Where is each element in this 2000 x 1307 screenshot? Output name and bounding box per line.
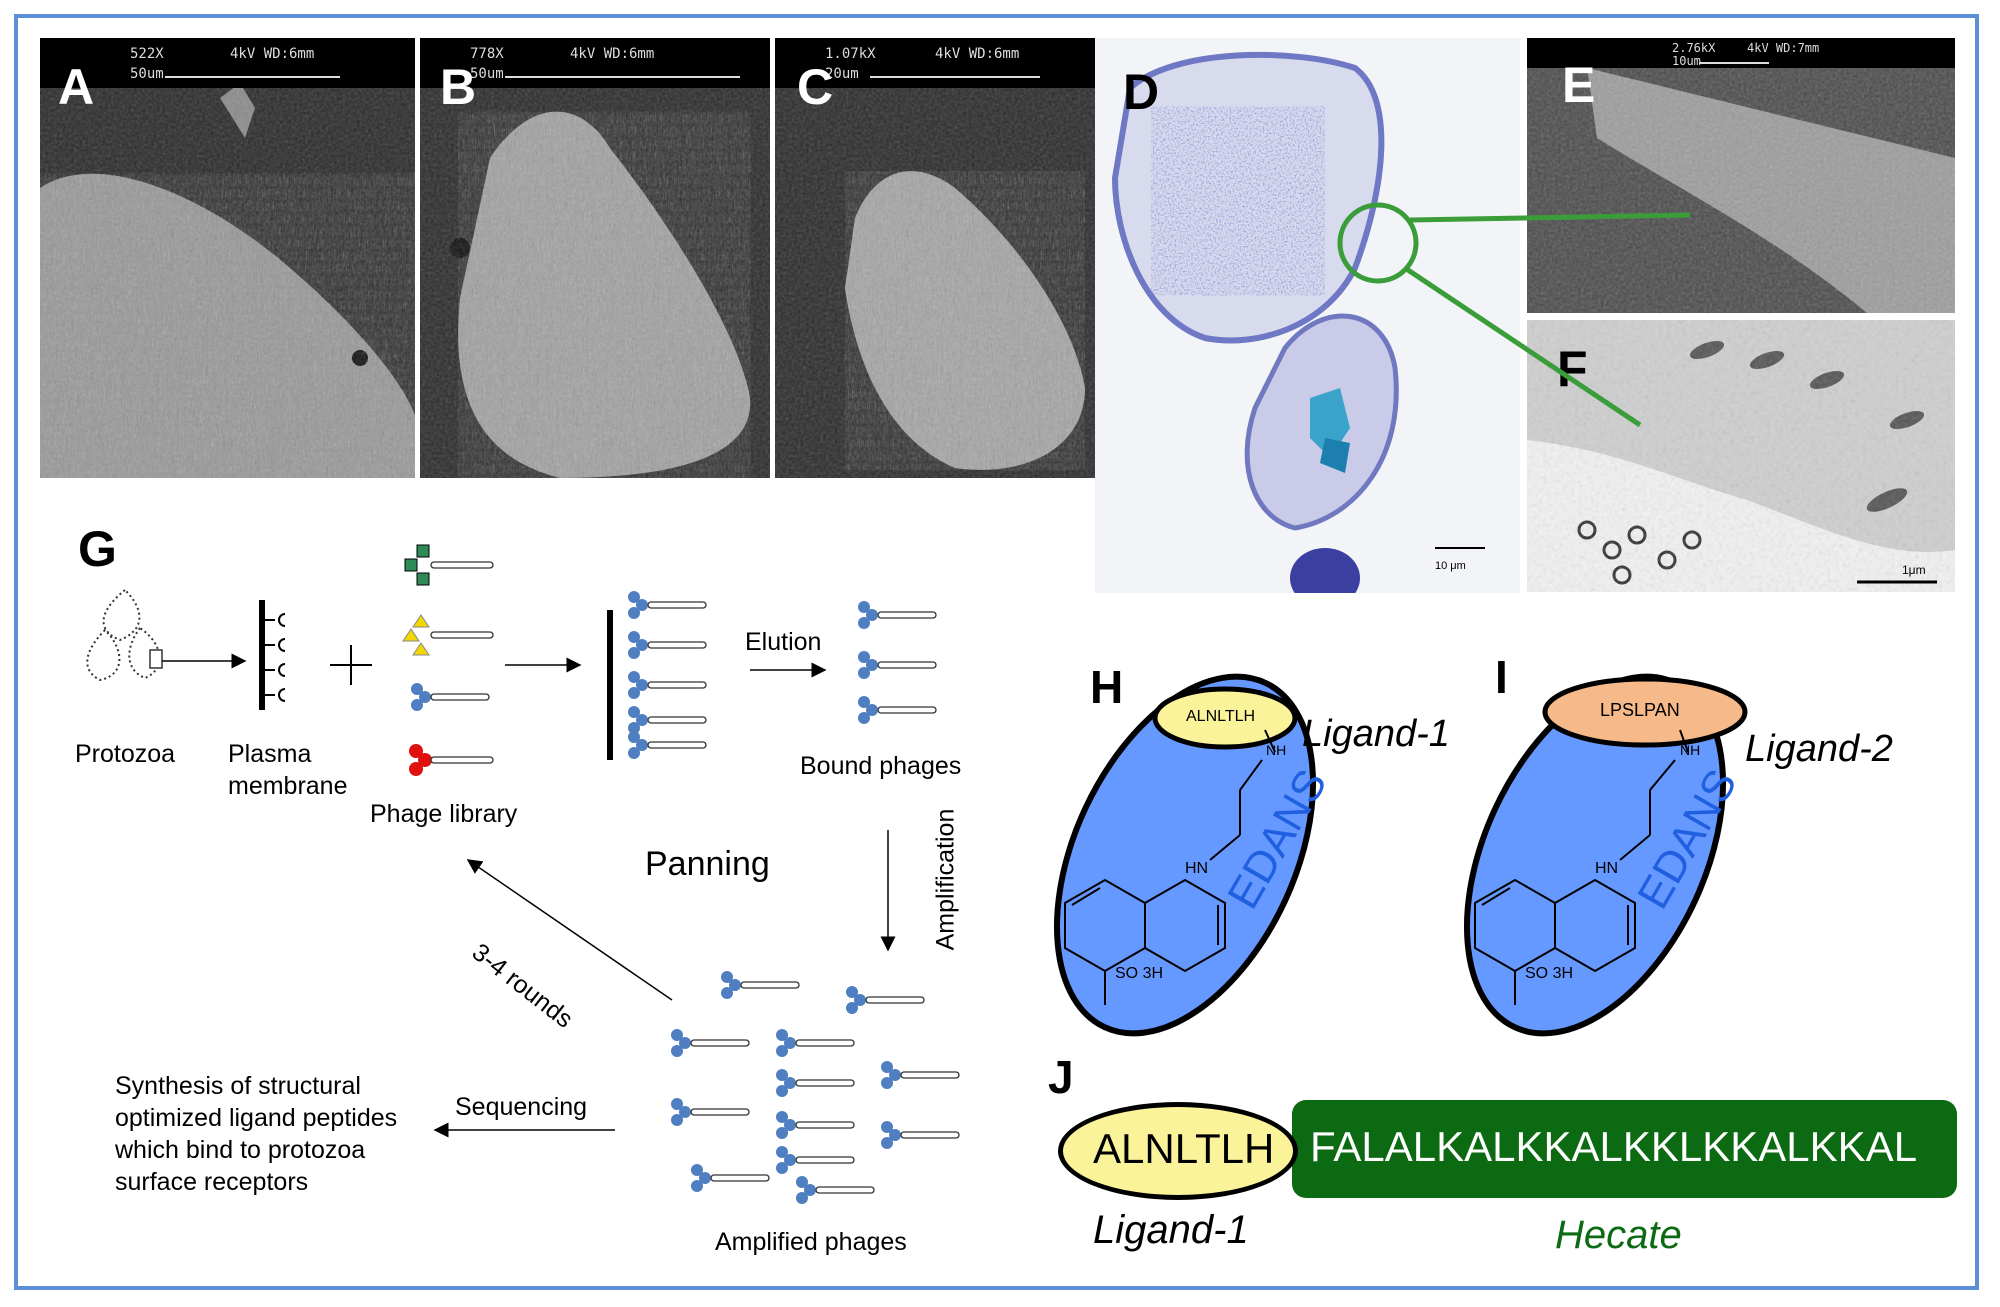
voltage-wd: 4kV WD:7mm (1747, 41, 1820, 55)
panel-letter: E (1562, 57, 1596, 113)
scale-bar (870, 76, 1040, 78)
panel-letter: C (797, 59, 834, 115)
chem-hn: HN (1185, 860, 1209, 877)
synthesis-text: Synthesis of structural optimized ligand… (115, 1070, 397, 1198)
ligand-1-label: Ligand-1 (1302, 713, 1450, 755)
magnification: 1.07kX (825, 46, 876, 62)
magnification: 2.76kX (1672, 41, 1716, 55)
scale-label: 20um (825, 66, 859, 82)
label-phage-library: Phage library (370, 800, 518, 828)
peptide-j: ALNLTLH (1093, 1125, 1275, 1172)
label-sequencing: Sequencing (455, 1093, 588, 1121)
peptide-h: ALNLTLH (1186, 708, 1256, 725)
hecate-sequence: FALALKALKKALKKLKKALKKAL (1310, 1123, 1918, 1170)
panel-letter: B (440, 59, 477, 115)
sem-info-bar: 1.07kX 4kV WD:6mm 20um (775, 38, 1120, 88)
synthesis-line: optimized ligand peptides (115, 1104, 398, 1132)
scale-label: 50um (130, 66, 164, 82)
scale-label: 10 μm (1435, 560, 1466, 572)
peptide-i: LPSLPAN (1600, 700, 1680, 720)
magnification: 778X (470, 46, 504, 62)
plus-sign (330, 645, 372, 685)
scale-bar (165, 76, 340, 78)
plasma-membrane-drawing (259, 600, 286, 710)
voltage-wd: 4kV WD:6mm (935, 46, 1020, 62)
hecate-peptide-box: FALALKALKKALKKLKKALKKAL (1292, 1100, 1957, 1198)
panel-letter-h: H (1090, 661, 1124, 713)
label-membrane: membrane (228, 772, 348, 800)
synthesis-line: surface receptors (115, 1168, 309, 1196)
chem-nh: NH (1266, 742, 1287, 758)
panel-letter-i: I (1495, 651, 1508, 703)
panel-letter: D (1123, 64, 1160, 120)
panel-letter-j: J (1048, 1051, 1074, 1103)
label-protozoa: Protozoa (75, 740, 176, 768)
membrane-bound-phages (607, 590, 707, 760)
panel-b-sem-image: 778X 4kV WD:6mm 50um B (420, 38, 770, 478)
hecate-label: Hecate (1555, 1213, 1682, 1257)
sem-info-bar: 522X 4kV WD:6mm 50um (40, 38, 415, 88)
ligand-1-j-label: Ligand-1 (1093, 1208, 1249, 1252)
panel-h-molecule (1053, 673, 1317, 1037)
label-bound-phages: Bound phages (800, 752, 962, 780)
label-elution: Elution (745, 628, 822, 656)
panel-letter-g: G (78, 521, 117, 577)
chem-nh: NH (1680, 742, 1701, 758)
sem-info-bar: 2.76kX 4kV WD:7mm 10um (1527, 38, 1955, 68)
synthesis-line: which bind to protozoa (115, 1136, 366, 1164)
scale-bar (505, 76, 740, 78)
panel-letter: A (58, 59, 95, 115)
scale-bar (1699, 62, 1769, 64)
panel-c-sem-image: 1.07kX 4kV WD:6mm 20um C (775, 38, 1120, 478)
panel-d-light-micrograph: 10 μm D (1095, 38, 1520, 593)
phage-library (402, 544, 494, 776)
voltage-wd: 4kV WD:6mm (230, 46, 315, 62)
scale-label: 1μm (1902, 563, 1926, 577)
label-amplified-phages: Amplified phages (715, 1228, 907, 1256)
voltage-wd: 4kV WD:6mm (570, 46, 655, 62)
panel-i-molecule (1463, 673, 1748, 1037)
label-panning: Panning (645, 845, 770, 883)
magnification: 522X (130, 46, 164, 62)
ligand-1-ellipse: ALNLTLH (1058, 1102, 1298, 1200)
scale-label: 50um (470, 66, 504, 82)
panel-a-sem-image: 522X 4kV WD:6mm 50um A (40, 38, 415, 478)
synthesis-line: Synthesis of structural (115, 1072, 361, 1100)
ligand-2-label: Ligand-2 (1745, 728, 1893, 770)
chem-so3h: SO 3H (1115, 965, 1164, 982)
label-plasma: Plasma (228, 740, 312, 768)
chem-hn: HN (1595, 860, 1619, 877)
arrow-rounds (466, 859, 673, 1001)
protozoa-drawing (86, 588, 163, 682)
sem-info-bar: 778X 4kV WD:6mm 50um (420, 38, 770, 88)
chem-so3h: SO 3H (1525, 965, 1574, 982)
scale-label: 10um (1672, 54, 1701, 68)
panel-e-sem-image: 2.76kX 4kV WD:7mm 10um E (1527, 38, 1955, 313)
